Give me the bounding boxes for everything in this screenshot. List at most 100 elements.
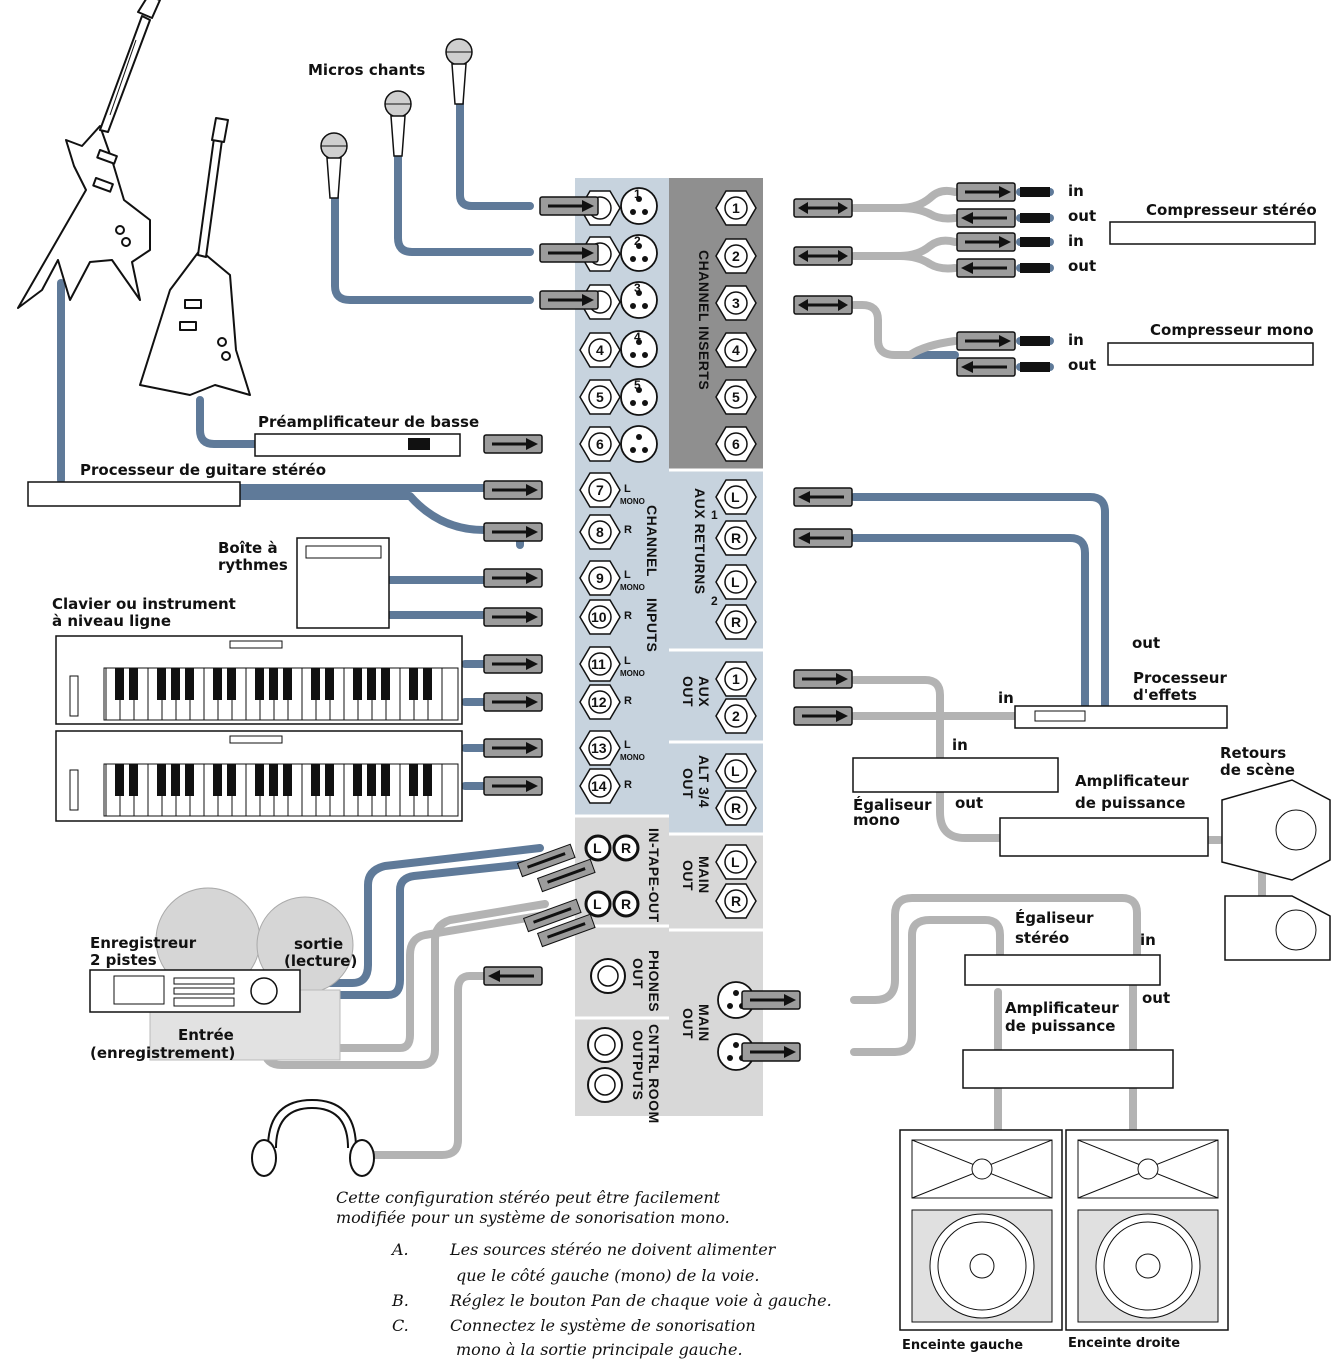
label-effects-2: d'effets <box>1133 686 1197 704</box>
drum-machine <box>296 537 390 629</box>
label-main-out-b: OUT <box>680 860 696 892</box>
label-in-steq: in <box>1140 931 1156 949</box>
label-amp2-2: de puissance <box>1005 1017 1116 1035</box>
input-num-3: 3 <box>634 281 641 295</box>
in11-mono: MONO <box>620 669 645 678</box>
label-out-1: out <box>1068 207 1097 225</box>
guitar-1 <box>17 0 161 309</box>
input-num-12: 12 <box>591 694 607 710</box>
in13-mono: MONO <box>620 753 645 762</box>
label-in-2: in <box>1068 232 1084 250</box>
connector-ends <box>1020 187 1050 372</box>
label-main-out-a: MAIN <box>696 856 712 894</box>
note-intro-1: Cette configuration stéréo peut être fac… <box>336 1188 721 1207</box>
in9-mono: MONO <box>620 583 645 592</box>
in13-L: L <box>624 739 631 751</box>
label-speaker-left: Enceinte gauche <box>902 1338 1024 1353</box>
label-alt-out-b: OUT <box>680 768 696 800</box>
stereo-eq <box>964 954 1161 986</box>
power-amp-1 <box>999 817 1209 857</box>
cables-blue <box>57 66 1109 999</box>
in14-R: R <box>624 779 632 791</box>
insert-num-1: 1 <box>732 200 740 216</box>
note-a-line1: Les sources stéréo ne doivent alimenter <box>450 1240 776 1259</box>
note-a-line2: que le côté gauche (mono) de la voie. <box>456 1266 760 1285</box>
note-a-letter: A. <box>392 1240 409 1259</box>
note-b-letter: B. <box>392 1291 409 1310</box>
label-guitar-processor: Processeur de guitare stéréo <box>80 461 327 479</box>
label-aux-returns: AUX RETURNS <box>692 488 708 595</box>
label-in-1: in <box>1068 182 1084 200</box>
in9-L: L <box>624 569 631 581</box>
mono-eq <box>852 757 1059 793</box>
insert-num-2: 2 <box>732 248 740 264</box>
tape-in-R: R <box>621 840 632 856</box>
label-mono-eq-1: Égaliseur <box>853 796 932 814</box>
label-input-2: (enregistrement) <box>90 1044 236 1062</box>
note-c-line1: Connectez le système de sonorisation <box>450 1316 756 1335</box>
alt-out-R: R <box>731 800 742 816</box>
aux-out-1-num: 1 <box>732 671 740 687</box>
label-amp1-2: de puissance <box>1075 794 1186 812</box>
tape-out-L: L <box>593 896 602 912</box>
stage-monitors <box>1221 779 1331 961</box>
label-keyboard-1: Clavier ou instrument <box>52 595 236 613</box>
tape-rca-jacks <box>584 834 640 1103</box>
input-num-2: 2 <box>634 234 641 248</box>
in7-mono: MONO <box>620 497 645 506</box>
aux-out-2-num: 2 <box>732 708 740 724</box>
main-out-R: R <box>731 893 742 909</box>
label-aux-out-a: AUX <box>696 676 712 708</box>
tape-recorder <box>89 887 354 1061</box>
compressor-mono <box>1107 342 1314 366</box>
label-amp1-1: Amplificateur <box>1075 772 1189 790</box>
label-compressor-stereo: Compresseur stéréo <box>1146 201 1317 219</box>
label-out-steq: out <box>1142 989 1171 1007</box>
label-drum-1: Boîte à <box>218 539 278 557</box>
in8-R: R <box>624 524 632 536</box>
label-out-eq: out <box>955 794 984 812</box>
label-out-3: out <box>1068 356 1097 374</box>
label-bass-preamp: Préamplificateur de basse <box>258 413 480 431</box>
label-ctrl-room-b: OUTPUTS <box>630 1030 646 1101</box>
label-mono-eq-2: mono <box>853 811 900 829</box>
guitar-2 <box>139 117 251 396</box>
input-num-9: 9 <box>596 570 604 586</box>
note-b-line1: Réglez le bouton Pan de chaque voie à ga… <box>450 1291 832 1310</box>
input-num-4-xlr: 4 <box>634 330 641 344</box>
headphones <box>251 1098 375 1177</box>
input-num-4: 4 <box>596 342 604 358</box>
tape-out-R: R <box>621 896 632 912</box>
label-monitors-2: de scène <box>1220 761 1295 779</box>
label-inputs: INPUTS <box>644 598 660 653</box>
in11-L: L <box>624 655 631 667</box>
label-main-out2-a: MAIN <box>696 1004 712 1042</box>
guitar-processor <box>27 481 241 507</box>
main-out-L: L <box>731 854 740 870</box>
label-compressor-mono: Compresseur mono <box>1150 321 1314 339</box>
effects-processor <box>1014 705 1228 729</box>
aux-ret-1-num: 1 <box>711 508 718 522</box>
label-amp2-1: Amplificateur <box>1005 999 1119 1017</box>
label-effects-1: Processeur <box>1133 669 1227 687</box>
aux-ret-1-R: R <box>731 530 742 546</box>
label-output-1: sortie <box>294 935 344 953</box>
label-out-2: out <box>1068 257 1097 275</box>
in10-R: R <box>624 610 632 622</box>
label-in-3: in <box>1068 331 1084 349</box>
label-alt-out-a: ALT 3/4 <box>696 755 712 809</box>
input-num-6: 6 <box>596 436 604 452</box>
aux-ret-1-L: L <box>731 489 740 505</box>
insert-num-6: 6 <box>732 436 740 452</box>
note-intro-2: modifiée pour un système de sonorisation… <box>336 1208 730 1227</box>
label-recorder-2: 2 pistes <box>90 951 157 969</box>
label-out-fx: out <box>1132 634 1161 652</box>
compressor-stereo <box>1109 221 1316 245</box>
label-recorder-1: Enregistreur <box>90 934 197 952</box>
in12-R: R <box>624 695 632 707</box>
label-micros: Micros chants <box>308 61 426 79</box>
input-num-1: 1 <box>634 187 641 201</box>
aux-ret-2-L: L <box>731 574 740 590</box>
label-aux-out-b: OUT <box>680 676 696 708</box>
